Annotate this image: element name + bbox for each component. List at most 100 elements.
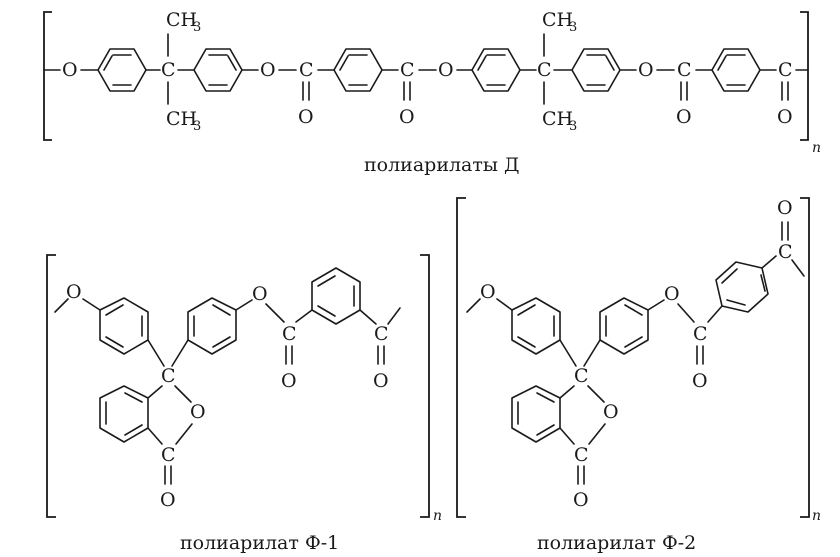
carbon-atom: C	[161, 59, 176, 81]
oxygen-atom: O	[777, 106, 793, 128]
oxygen-atom: O	[260, 59, 276, 81]
bond	[265, 303, 285, 323]
benzene-ring	[471, 48, 521, 92]
bond	[559, 339, 577, 367]
carbon-atom: C	[299, 59, 314, 81]
benzene-ring	[511, 297, 561, 355]
oxygen-atom: O	[298, 106, 314, 128]
benzene-ring	[97, 48, 147, 92]
benzene-ring	[711, 48, 761, 92]
caption-polyarylate-f1: полиарилат Ф-1	[180, 532, 339, 554]
oxygen-atom: O	[664, 283, 680, 305]
bond	[387, 307, 401, 325]
benzene-ring	[511, 385, 561, 443]
carbon-atom: C	[677, 59, 692, 81]
oxygen-atom: O	[438, 59, 454, 81]
bond	[559, 427, 575, 445]
bond	[587, 385, 605, 403]
svg-text:3: 3	[193, 119, 201, 134]
caption-polyarylate-f2: полиарилат Ф-2	[537, 532, 696, 554]
svg-text:3: 3	[569, 20, 577, 35]
carbon-atom: C	[282, 323, 297, 345]
bond	[82, 298, 101, 311]
bond	[359, 309, 377, 325]
caption-polyarylates-d: полиарилаты Д	[364, 154, 520, 176]
bond	[54, 298, 69, 313]
oxygen-atom: O	[692, 370, 708, 392]
methyl-group: CH 3	[542, 108, 577, 134]
oxygen-atom: O	[480, 281, 496, 303]
oxygen-atom: O	[160, 489, 176, 511]
benzene-ring	[99, 297, 149, 355]
oxygen-atom: O	[603, 401, 619, 423]
benzene-ring	[99, 385, 149, 443]
polyarylate-d-structure: n O C CH 3 CH 3	[43, 9, 821, 176]
oxygen-atom: O	[638, 59, 654, 81]
polyarylate-f1-structure: n O C O C	[46, 254, 442, 554]
bond	[761, 255, 777, 269]
bond	[677, 303, 695, 323]
carbon-atom: C	[537, 59, 552, 81]
benzene-ring	[599, 297, 649, 355]
methyl-group: CH 3	[166, 108, 201, 134]
polyarylate-f2-structure: n O C O C O	[456, 197, 821, 554]
bond	[171, 339, 189, 367]
bond	[707, 305, 723, 323]
carbon-atom: C	[778, 241, 793, 263]
carbon-atom: C	[161, 444, 176, 466]
bond	[147, 385, 163, 399]
oxygen-atom: O	[252, 283, 268, 305]
bond	[588, 423, 606, 445]
oxygen-atom: O	[62, 59, 78, 81]
left-bracket	[456, 197, 466, 518]
right-bracket	[800, 11, 809, 141]
bond	[466, 298, 481, 313]
bond	[647, 299, 665, 311]
left-bracket	[46, 254, 56, 518]
benzene-ring	[333, 48, 383, 92]
methyl-group: CH 3	[542, 9, 577, 35]
svg-text:CH: CH	[166, 9, 197, 31]
bond	[175, 423, 193, 445]
oxygen-atom: O	[281, 370, 297, 392]
oxygen-atom: O	[373, 370, 389, 392]
oxygen-atom: O	[66, 281, 82, 303]
repeat-index-n: n	[812, 508, 821, 524]
carbon-atom: C	[574, 444, 589, 466]
repeat-index-n: n	[433, 508, 442, 524]
svg-text:CH: CH	[542, 9, 573, 31]
bond	[295, 309, 313, 323]
svg-text:CH: CH	[542, 108, 573, 130]
svg-text:CH: CH	[166, 108, 197, 130]
bond	[147, 339, 165, 367]
carbon-atom: C	[574, 365, 589, 387]
oxygen-atom: O	[399, 106, 415, 128]
repeat-index-n: n	[812, 140, 821, 156]
bond	[559, 385, 575, 399]
oxygen-atom: O	[676, 106, 692, 128]
benzene-ring	[571, 48, 621, 92]
methyl-group: CH 3	[166, 9, 201, 35]
bond	[791, 259, 805, 277]
bond	[583, 339, 601, 367]
left-bracket	[43, 11, 52, 141]
benzene-ring	[715, 261, 769, 313]
oxygen-atom: O	[573, 489, 589, 511]
oxygen-atom: O	[190, 401, 206, 423]
right-bracket	[420, 254, 430, 518]
right-bracket	[800, 197, 810, 518]
svg-text:3: 3	[193, 20, 201, 35]
oxygen-atom: O	[777, 197, 793, 219]
benzene-ring	[311, 267, 361, 325]
carbon-atom: C	[778, 59, 793, 81]
carbon-atom: C	[161, 365, 176, 387]
bond	[174, 385, 192, 403]
bond	[496, 298, 513, 311]
bond	[147, 427, 163, 445]
benzene-ring	[187, 297, 237, 355]
carbon-atom: C	[374, 323, 389, 345]
bond	[235, 299, 253, 311]
carbon-atom: C	[400, 59, 415, 81]
svg-text:3: 3	[569, 119, 577, 134]
